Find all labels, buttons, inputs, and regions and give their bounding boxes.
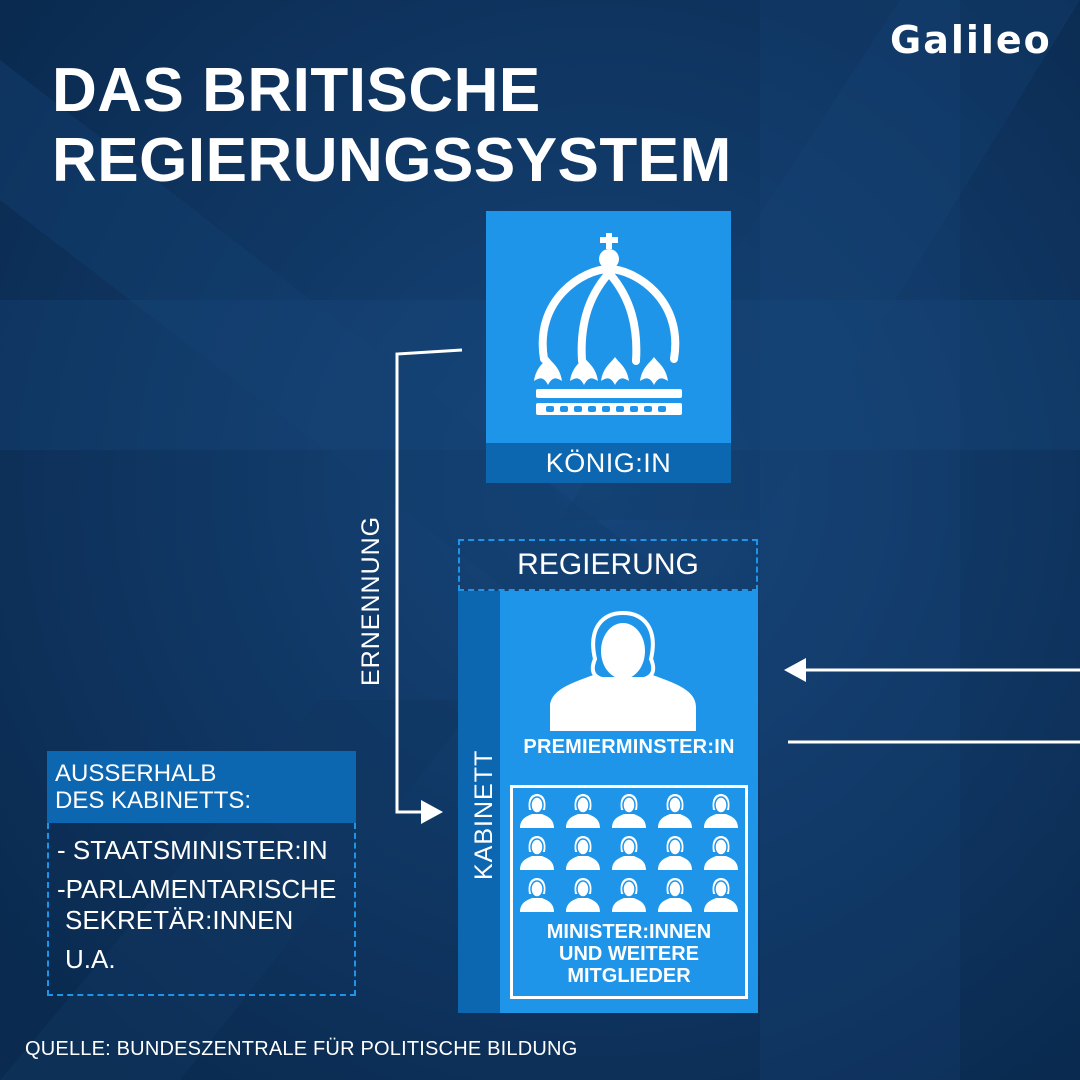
- outside-item-parliamentary-line-2: SEKRETÄR:INNEN: [65, 905, 294, 935]
- ministers-box: MINISTER:INNEN UND WEITERE MITGLIEDER: [510, 785, 748, 999]
- galileo-logo: Galileo: [890, 18, 1052, 62]
- minister-figure-icon: [704, 836, 738, 870]
- minister-figure-icon: [520, 794, 554, 828]
- crown-icon: [534, 233, 682, 415]
- monarch-label: KÖNIG:IN: [486, 443, 731, 483]
- ministers-label-line-1: MINISTER:INNEN: [546, 921, 712, 943]
- ministers-label: MINISTER:INNEN UND WEITERE MITGLIEDER: [513, 921, 745, 987]
- outside-heading-line-1: AUSSERHALB: [55, 760, 217, 787]
- source-note: QUELLE: BUNDESZENTRALE FÜR POLITISCHE BI…: [25, 1038, 578, 1060]
- appointment-label: ERNENNUNG: [357, 515, 385, 686]
- minister-figure-icon: [566, 836, 600, 870]
- minister-figure-icon: [704, 878, 738, 912]
- minister-figure-icon: [612, 794, 646, 828]
- outside-heading-line-2: DES KABINETTS:: [55, 787, 252, 814]
- minister-figure-icon: [658, 836, 692, 870]
- title-line-2: REGIERUNGSSYSTEM: [52, 126, 732, 195]
- page-title: DAS BRITISCHE REGIERUNGSSYSTEM: [52, 56, 732, 196]
- appointment-connector-line: [395, 348, 463, 814]
- title-line-1: DAS BRITISCHE: [52, 56, 541, 125]
- outside-item-state-minister: - STAATSMINISTER:IN: [57, 835, 328, 865]
- person-icon: [550, 610, 696, 731]
- outside-item-parliamentary-line-1: -PARLAMENTARISCHE: [57, 874, 337, 904]
- minister-figure-icon: [566, 878, 600, 912]
- minister-figure-icon: [658, 794, 692, 828]
- outside-cabinet-heading: AUSSERHALB DES KABINETTS:: [47, 751, 356, 823]
- minister-figure-icon: [612, 836, 646, 870]
- cabinet-label: KABINETT: [470, 749, 498, 880]
- minister-figure-icon: [658, 878, 692, 912]
- people-group-icon: [520, 794, 738, 912]
- minister-figure-icon: [612, 878, 646, 912]
- monarch-box: KÖNIG:IN: [486, 211, 731, 483]
- cabinet-sidebar: [458, 591, 500, 1013]
- minister-figure-icon: [520, 878, 554, 912]
- appointment-arrowhead-icon: [421, 800, 443, 824]
- minister-figure-icon: [520, 836, 554, 870]
- incoming-arrowhead-icon: [784, 658, 806, 682]
- minister-figure-icon: [566, 794, 600, 828]
- ministers-label-line-2: UND WEITERE: [559, 943, 699, 965]
- prime-minister-label: PREMIERMINSTER:IN: [523, 736, 735, 758]
- outside-item-etc: U.A.: [65, 944, 116, 974]
- cabinet-box: PREMIERMINSTER:IN MINISTER:INNEN UND WEI…: [458, 591, 758, 1013]
- ministers-label-line-3: MITGLIEDER: [567, 965, 691, 987]
- outside-cabinet-list: - STAATSMINISTER:IN -PARLAMENTARISCHE SE…: [47, 823, 356, 996]
- minister-figure-icon: [704, 794, 738, 828]
- government-label: REGIERUNG: [458, 539, 758, 591]
